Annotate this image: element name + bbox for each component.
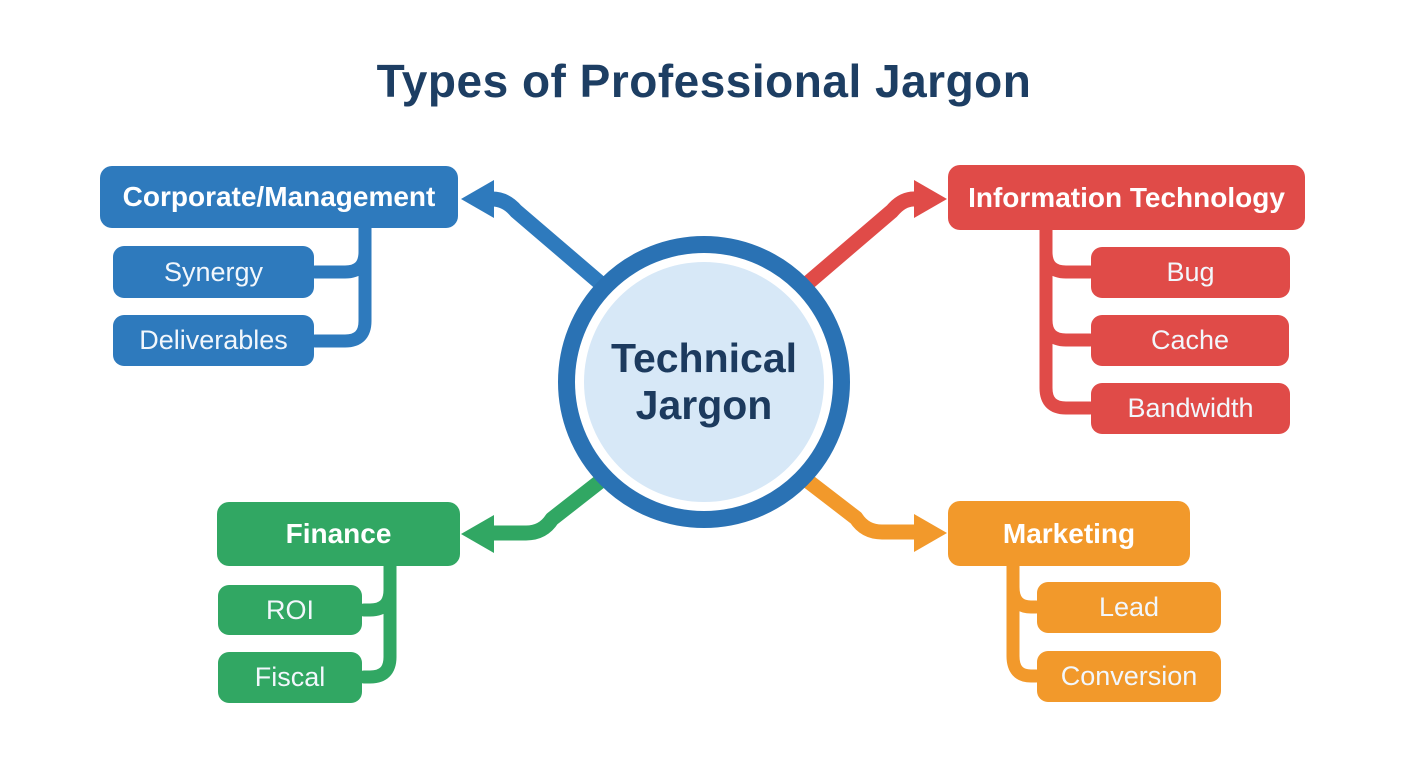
arrowhead-left-blue-icon [461, 180, 494, 218]
term-label: Bug [1166, 257, 1215, 287]
term-label: Lead [1098, 592, 1160, 622]
branch-label: Information Technology [968, 181, 1285, 213]
term-fiscal: Fiscal [218, 652, 362, 703]
arrow-to-information-technology [769, 180, 947, 318]
arrow-to-corporate [461, 180, 639, 318]
term-lead: Lead [1037, 582, 1221, 633]
branch-label: Marketing [1002, 517, 1136, 549]
central-node-label: Technical Jargon [611, 335, 797, 429]
term-label: Cache [1150, 325, 1230, 355]
arrowhead-right-orange-icon [914, 514, 947, 552]
central-label-line2: Jargon [635, 382, 773, 428]
central-node-circle: Technical Jargon [558, 236, 850, 528]
term-roi: ROI [218, 585, 362, 635]
term-cache: Cache [1091, 315, 1289, 366]
corporate-tree-connector [308, 219, 372, 348]
arrow-to-marketing [773, 452, 947, 552]
finance-tree-connector [357, 555, 397, 684]
branch-header-corporate-management: Corporate/Management [100, 166, 458, 228]
term-label: Deliverables [139, 325, 288, 355]
branch-header-finance: Finance [217, 502, 460, 566]
central-label-line1: Technical [610, 334, 798, 381]
term-conversion: Conversion [1037, 651, 1221, 702]
term-label: Bandwidth [1127, 393, 1254, 423]
arrowhead-right-red-icon [914, 180, 947, 218]
term-bug: Bug [1091, 247, 1290, 298]
branch-label: Corporate/Management [122, 181, 436, 212]
marketing-tree-connector [1006, 555, 1043, 683]
term-label: Fiscal [254, 662, 326, 692]
term-bandwidth: Bandwidth [1091, 383, 1290, 434]
it-tree-connector [1039, 219, 1097, 415]
term-synergy: Synergy [113, 246, 314, 298]
term-deliverables: Deliverables [113, 315, 314, 366]
branch-header-marketing: Marketing [948, 501, 1190, 566]
term-label: Synergy [163, 256, 264, 287]
branch-label: Finance [285, 518, 392, 549]
page-title: Types of Professional Jargon [376, 55, 1032, 107]
arrowhead-left-green-icon [461, 515, 494, 553]
term-label: ROI [265, 594, 314, 625]
term-label: Conversion [1060, 661, 1198, 691]
arrow-to-finance [461, 452, 635, 553]
branch-header-information-technology: Information Technology [948, 165, 1305, 230]
